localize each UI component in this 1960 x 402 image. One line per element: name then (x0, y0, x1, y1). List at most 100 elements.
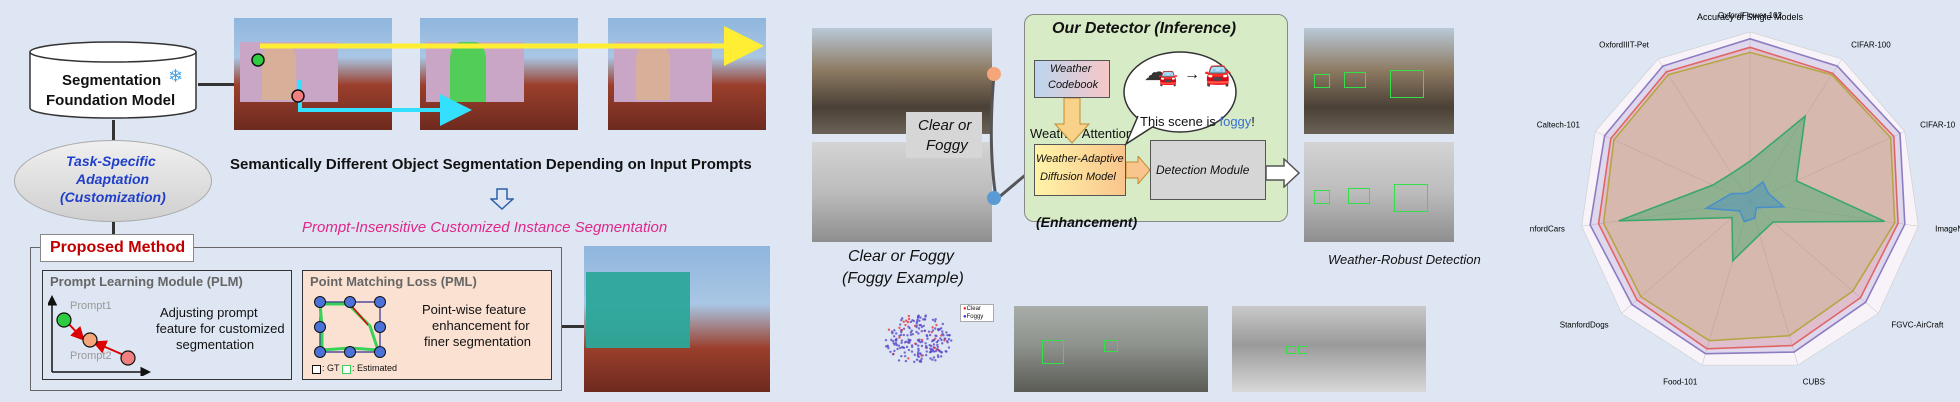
attention-label: Weather Attention (1030, 126, 1134, 141)
foggy-road-photo (1014, 306, 1208, 392)
proposed-method-tab (40, 234, 194, 262)
radar-axis-label: OxfordIIIT-Pet (1599, 41, 1650, 50)
left-panel: Segmentation Foundation Model ❄ Task-Spe… (0, 0, 780, 402)
plm-box (42, 270, 292, 380)
speech-bubble (1123, 51, 1237, 146)
radar-spoke (1749, 201, 1799, 366)
radar-spoke (1749, 131, 1905, 203)
radar-series-5 (1703, 180, 1786, 223)
connector-line (112, 120, 115, 142)
segmented-output-photo (584, 246, 770, 392)
radar-series-4 (1618, 114, 1885, 263)
legend-gt-label: : GT (322, 363, 340, 373)
caption-top: Semantically Different Object Segmentati… (230, 156, 752, 173)
radar-axis-label: Food-101 (1663, 377, 1698, 386)
input-caption-2: (Foggy Example) (842, 270, 964, 287)
car-icon: 🚘 (1158, 70, 1178, 87)
plm-desc-2: feature for customized (156, 321, 285, 336)
robust-label: Weather-Robust Detection (1328, 252, 1481, 267)
connector-line (562, 325, 586, 328)
car-icon-clear: 🚘 (1204, 62, 1232, 87)
legend-gt-swatch (312, 365, 321, 374)
codebook-box (1034, 60, 1110, 98)
diffusion-to-detect-arrow (1126, 156, 1150, 184)
radar-spoke (1701, 201, 1751, 366)
pml-desc-2: enhancement for (432, 318, 530, 333)
input-overlay-2: Foggy (926, 137, 968, 154)
adaptation-label-2: Adaptation (76, 171, 150, 187)
speech-text-3: ! (1251, 114, 1255, 129)
plm-desc-3: segmentation (176, 337, 255, 352)
radar-axis-label: Caltech-101 (1537, 120, 1581, 129)
input-caption-1: Clear or Foggy (848, 248, 954, 265)
speech-text: This scene is foggy! (1140, 114, 1255, 129)
legend-est-label: : Estimated (352, 363, 398, 373)
radar-spoke (1749, 58, 1843, 203)
detection-foggy-photo (1304, 142, 1454, 242)
tsne-legend-clear-text: Clear (966, 306, 981, 312)
adaptation-label-1: Task-Specific (66, 153, 156, 169)
attention-arrow-icon (1054, 98, 1090, 144)
chart-title: Accuracy of Single Models (1697, 12, 1804, 22)
tsne-legend: ●Clear ●Foggy (960, 304, 994, 322)
pml-desc-1: Point-wise feature (422, 302, 527, 317)
diffusion-label-2: Diffusion Model (1040, 171, 1116, 183)
tsne-legend-foggy-text: Foggy (966, 314, 984, 320)
input-overlay-box (906, 112, 982, 158)
foundation-model-cylinder (29, 41, 197, 119)
tsne-legend-clear: ●Clear (963, 306, 981, 312)
diffusion-box (1034, 144, 1126, 196)
detection-clear-photo (1304, 28, 1454, 134)
radar-axis-label: StanfordCars (1530, 225, 1565, 234)
radar-axis-label: CIFAR-100 (1851, 41, 1891, 50)
radar-axis-label: StanfordDogs (1560, 320, 1609, 329)
snowflake-icon: ❄ (168, 66, 184, 86)
radar-chart: OxfordFlower-102CIFAR-100CIFAR-10ImageNe… (1530, 11, 1960, 386)
middle-panel: Clear or Foggy Clear or Foggy (Foggy Exa… (800, 0, 1500, 402)
plm-prompt1: Prompt1 (70, 300, 112, 312)
plm-prompt2: Prompt2 (70, 350, 112, 362)
radar-spoke (1595, 131, 1751, 203)
pml-box (302, 270, 552, 380)
adaptation-ellipse (14, 140, 212, 222)
plm-title: Prompt Learning Module (PLM) (50, 274, 243, 289)
speech-text-1: This scene is (1140, 114, 1220, 129)
tsne-legend-foggy: ●Foggy (963, 314, 984, 320)
caption-mid: Prompt-Insensitive Customized Instance S… (302, 219, 668, 236)
radar-spoke (1749, 201, 1919, 227)
radar-spoke (1621, 201, 1751, 314)
radar-series-2 (1597, 46, 1899, 350)
detector-title: Our Detector (Inference) (1052, 20, 1237, 37)
radar-series-1 (1589, 37, 1906, 355)
pml-title: Point Matching Loss (PML) (310, 274, 477, 289)
output-arrow-icon (1266, 158, 1300, 188)
radar-axis-label: ImageNet-1k (1935, 225, 1960, 234)
plm-desc-1: Adjusting prompt (160, 305, 258, 320)
plm-diagram (48, 295, 151, 376)
enhancement-label: (Enhancement) (1036, 214, 1138, 230)
radar-spoke (1581, 201, 1751, 227)
radar-axis-label: CIFAR-10 (1920, 120, 1956, 129)
foundation-model-label-1: Segmentation (62, 72, 162, 89)
cloud-icon: ☁ (1144, 59, 1168, 86)
foggy-street-photo (812, 142, 992, 242)
arrow-right-icon: → (1184, 66, 1200, 83)
radar-series-3 (1602, 51, 1896, 342)
connector-line (112, 222, 115, 238)
proposed-method-label: Proposed Method (50, 239, 186, 256)
detection-module-label: Detection Module (1156, 163, 1250, 177)
radar-spoke (1657, 58, 1751, 203)
speech-text-foggy: foggy (1219, 114, 1252, 129)
codebook-label-2: Codebook (1048, 79, 1099, 91)
radar-axis-label: FGVC-AirCraft (1891, 320, 1944, 329)
input-overlay-1: Clear or (918, 117, 972, 134)
snow-road-photo (1232, 306, 1426, 392)
foundation-model-label-2: Foundation Model (46, 92, 176, 109)
radar-spoke (1749, 201, 1879, 314)
legend-est-swatch (342, 365, 351, 374)
codebook-label-1: Weather (1050, 63, 1092, 75)
proposed-method-frame (30, 247, 562, 391)
prompt-arrows (251, 26, 764, 126)
down-arrow-icon (490, 188, 514, 210)
adaptation-label-3: (Customization) (60, 189, 166, 205)
